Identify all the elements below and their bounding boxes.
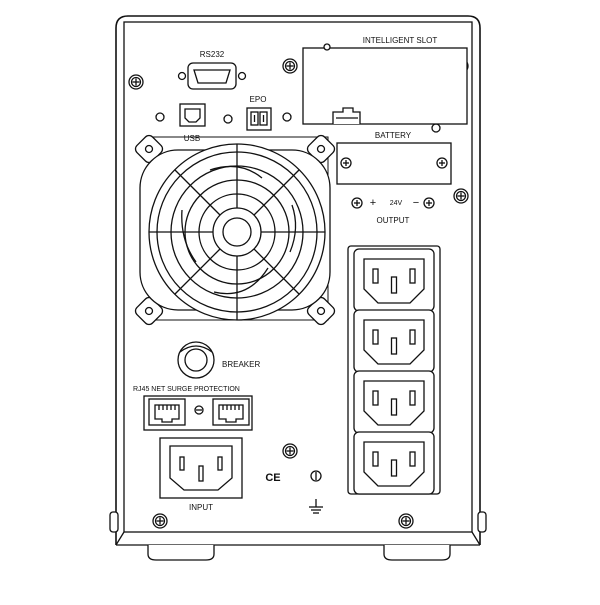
screw-icon [282,58,298,74]
battery-label: BATTERY [375,131,412,140]
epo-terminal[interactable]: EPO [246,95,272,131]
battery-plus-label: + [370,197,376,209]
output-socket[interactable] [353,248,435,312]
input-label: INPUT [189,503,213,512]
ac-input-socket[interactable]: INPUT [159,437,243,512]
battery-voltage-label: 24V [390,200,403,207]
rj45-surge-protection[interactable]: RJ45 NET SURGE PROTECTION [133,386,253,431]
screw-icon [423,197,435,209]
screw-icon [351,197,363,209]
cabinet-feet [147,545,451,561]
mount-hole [223,114,233,124]
screw-icon [152,513,168,529]
output-socket[interactable] [353,431,435,495]
ce-mark: CE [265,472,280,484]
intelligent-slot-label: INTELLIGENT SLOT [363,36,438,45]
breaker[interactable]: BREAKER [177,341,260,379]
battery-connector[interactable]: BATTERY + 24V − OUTPUT [336,131,452,225]
rj45-port[interactable] [148,398,186,426]
output-label: OUTPUT [377,216,410,225]
screw-icon [453,188,469,204]
ground-icon [309,499,323,514]
usb-label: USB [184,134,200,143]
screw-icon [282,443,298,459]
mount-hole [282,112,292,122]
rs232-port[interactable]: RS232 [177,50,247,90]
breaker-label: BREAKER [222,360,260,369]
output-socket[interactable] [353,370,435,434]
screw-icon [128,74,144,90]
rj45-port[interactable] [212,398,250,426]
ground-stud [310,470,322,482]
intelligent-slot[interactable]: INTELLIGENT SLOT [302,36,468,125]
screw-icon [398,513,414,529]
rj45-label: RJ45 NET SURGE PROTECTION [133,386,240,393]
epo-label: EPO [250,95,267,104]
mount-hole [155,112,165,122]
usb-port[interactable]: USB [179,103,206,143]
screw-icon [436,157,448,169]
rs232-label: RS232 [200,50,225,59]
output-sockets-panel [347,245,441,495]
screw-icon [340,157,352,169]
battery-minus-label: − [413,197,419,209]
cooling-fan [134,134,336,326]
mount-hole [431,123,441,133]
output-socket[interactable] [353,309,435,373]
